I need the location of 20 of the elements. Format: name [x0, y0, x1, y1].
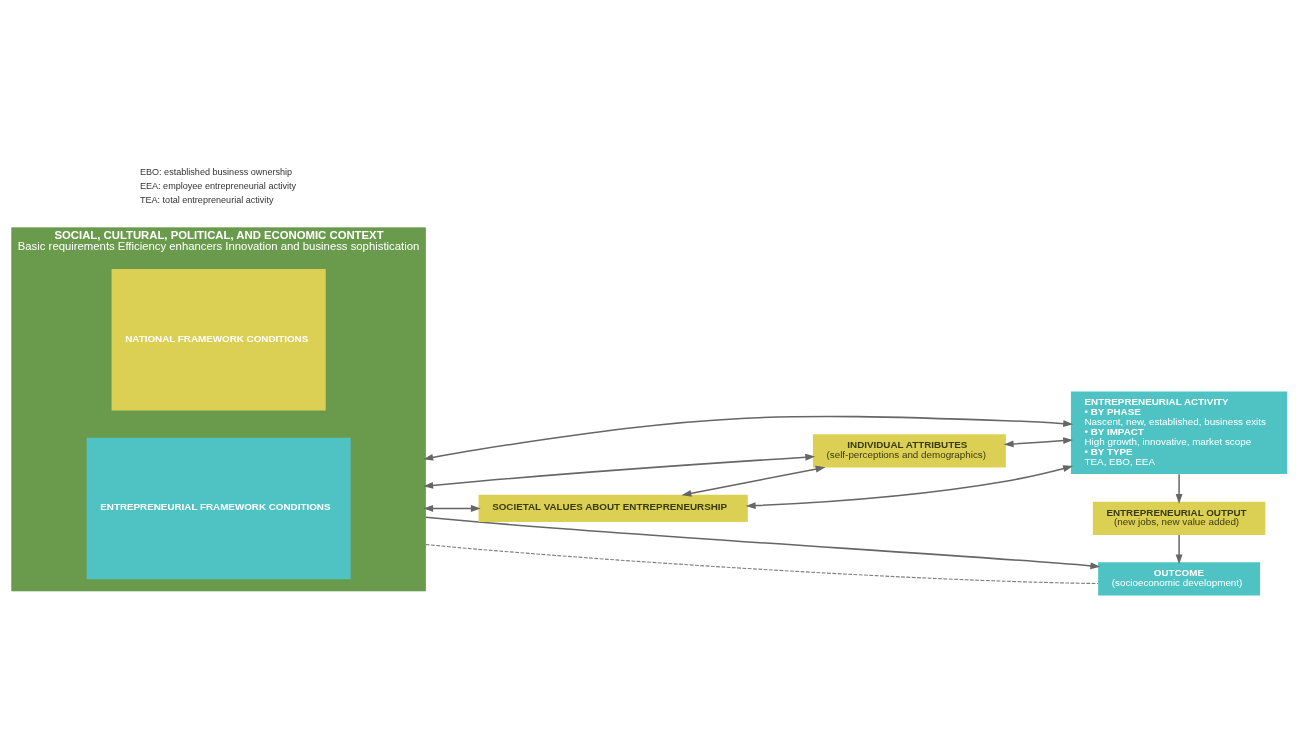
arrow	[745, 464, 1073, 509]
arrow	[423, 504, 481, 512]
arrow	[1003, 436, 1074, 447]
node-box: ENTREPRENEURIAL ACTIVITY • BY PHASE Nascent, new, established, business exits • BY IMPACT High growth, innovative, market scope • BY TYPE TEA, EBO, EEA	[1070, 391, 1288, 474]
connector	[425, 543, 1099, 584]
arrow	[423, 415, 1073, 461]
arrow	[423, 453, 816, 489]
label: EBO: established business ownership	[139, 166, 293, 176]
node-box: ENTREPRENEURIAL FRAMEWORK CONDITIONS	[86, 437, 351, 579]
arrow	[681, 465, 826, 497]
node-box: OUTCOME (socioeconomic development)	[1098, 561, 1261, 595]
label: EEA: employee entrepreneurial activity	[139, 180, 297, 191]
arrow	[424, 516, 1101, 569]
node-box: INDIVIDUAL ATTRIBUTES (self-perceptions and demographics)	[812, 433, 1006, 468]
node-box: ENTREPRENEURIAL OUTPUT (new jobs, new value added)	[1092, 501, 1266, 535]
arrow	[1175, 533, 1183, 564]
label: TEA: total entrepreneurial activity	[139, 194, 274, 205]
arrow	[1175, 472, 1183, 504]
node-box: NATIONAL FRAMEWORK CONDITIONS	[111, 268, 326, 410]
node-box: SOCIETAL VALUES ABOUT ENTREPRENEURSHIP	[478, 494, 748, 522]
